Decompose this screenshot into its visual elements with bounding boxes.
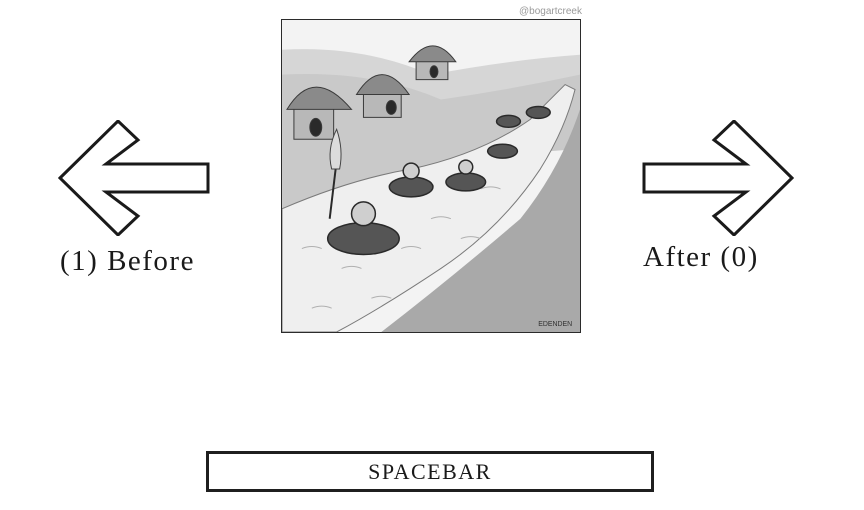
comic-signature: EDENDEN — [538, 321, 572, 328]
previous-arrow-button[interactable] — [58, 120, 212, 236]
watermark-text: @bogartcreek — [519, 6, 582, 17]
next-arrow-button[interactable] — [640, 120, 794, 236]
spacebar-button[interactable]: SPACEBAR — [206, 451, 654, 492]
comic-illustration: EDENDEN — [282, 20, 580, 332]
right-arrow-icon — [642, 120, 794, 236]
comic-image: EDENDEN — [281, 19, 581, 333]
before-label[interactable]: (1) Before — [60, 245, 195, 277]
left-arrow-icon — [58, 120, 210, 236]
after-label[interactable]: After (0) — [643, 241, 759, 273]
